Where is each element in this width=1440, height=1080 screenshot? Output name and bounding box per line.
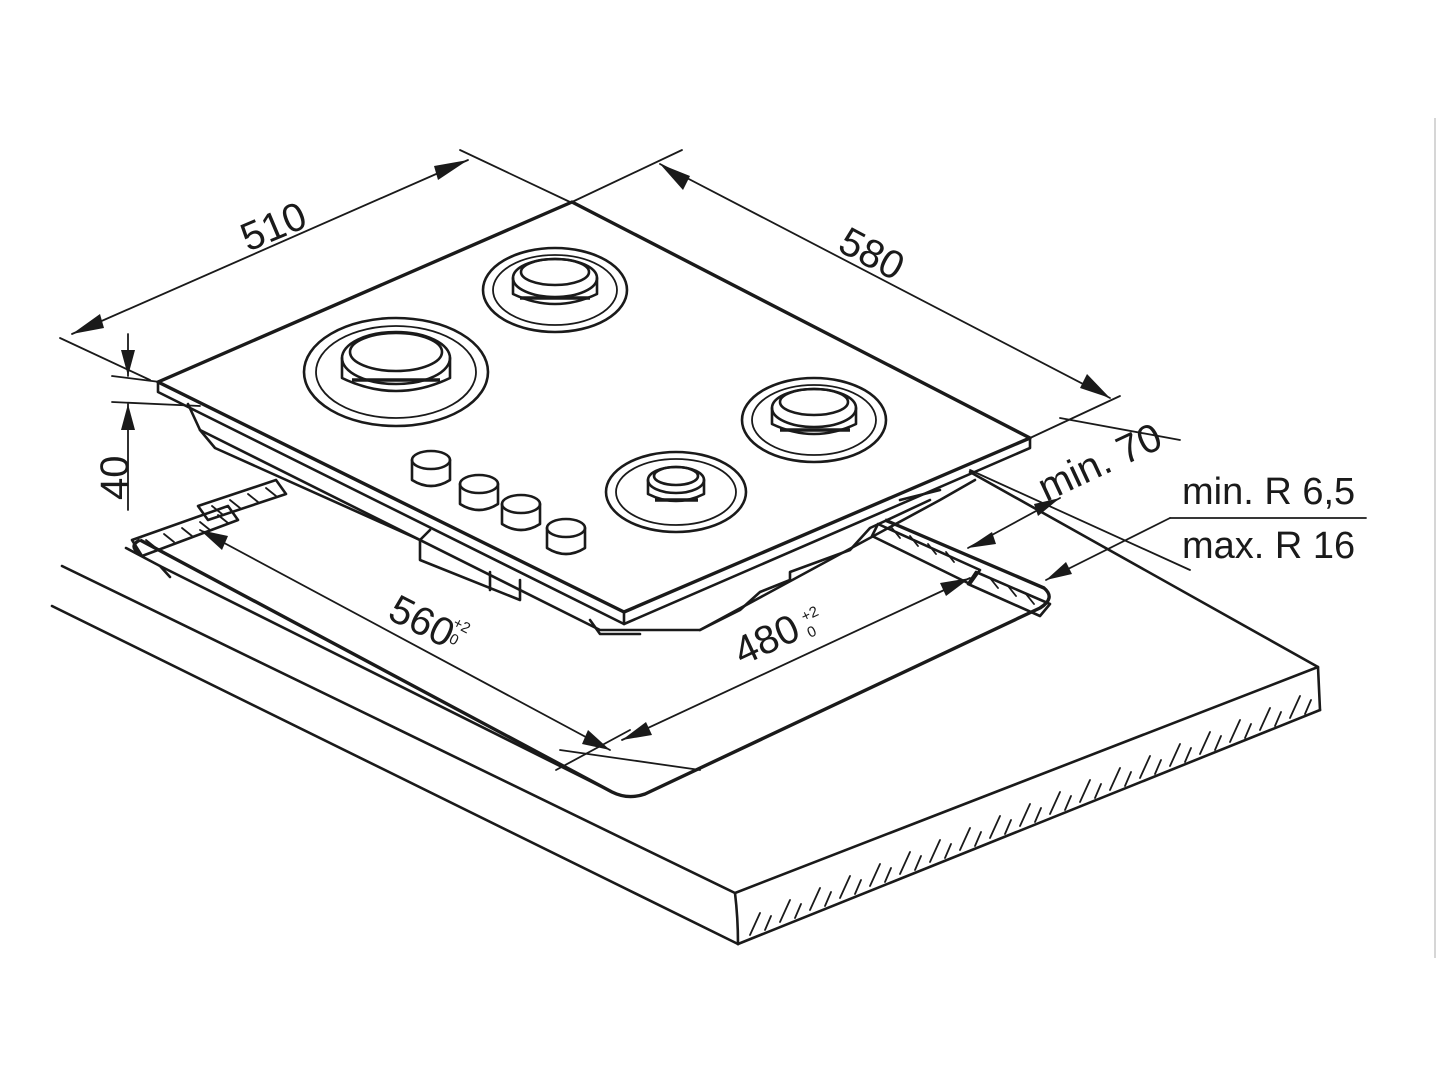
fixing-clip-left [130,478,288,558]
worktop [50,470,1322,946]
hob [156,200,1032,636]
dimension-clearance: min. 70 [967,415,1191,571]
height-label: 40 [93,456,137,501]
width-label: 580 [832,219,912,289]
knob-4 [545,517,587,556]
dimension-cutout-width: 560 +2 0 [199,529,631,771]
cutout-depth-label: 480 [727,606,806,674]
clearance-label: min. 70 [1031,415,1168,510]
burner-medium-rear [481,246,629,334]
fixing-clip-right [870,522,1052,618]
radius-min-label: min. R 6,5 [1182,471,1355,513]
worktop-edge-hatching [749,695,1312,936]
burner-medium-right [740,376,888,464]
worktop-cutout [124,478,1052,799]
depth-label: 510 [234,194,313,261]
dimension-height: 40 [93,333,201,511]
cutout-depth-tol-upper: +2 [799,603,822,626]
radius-max-label: max. R 16 [1182,525,1355,567]
knob-3 [500,493,542,532]
cutout-width-tol-upper: +2 [450,614,473,637]
cutout-depth-tol-lower: 0 [805,623,820,642]
dimension-cutout-depth: 480 +2 0 [559,577,971,771]
burner-large [302,316,490,428]
knob-1 [410,449,452,488]
burner-small [604,450,748,534]
page-edge-line [1434,118,1436,958]
control-knobs [410,449,587,556]
radius-callout: min. R 6,5 max. R 16 [1045,471,1367,581]
knob-2 [458,473,500,512]
